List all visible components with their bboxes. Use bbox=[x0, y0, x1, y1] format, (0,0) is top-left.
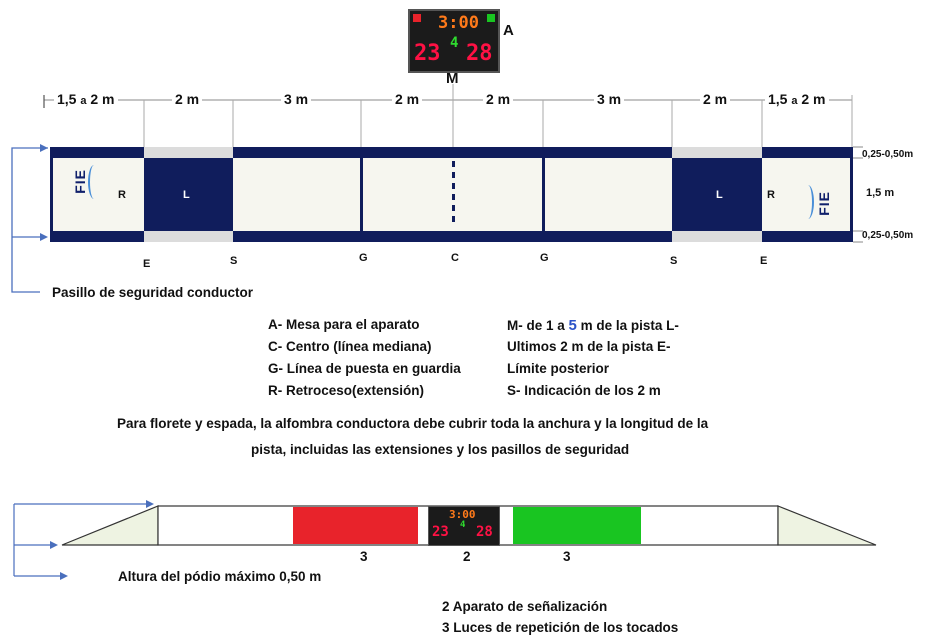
right-dim-ticks bbox=[853, 146, 863, 243]
podium-number-left: 3 bbox=[360, 549, 368, 564]
piste-line-G-right bbox=[542, 158, 545, 231]
legend-right-3: Límite posterior bbox=[507, 361, 610, 376]
legend-right-1-num: 5 bbox=[568, 317, 577, 334]
piste-L-right bbox=[672, 158, 762, 231]
dim-8-unit: 2 m bbox=[801, 91, 826, 107]
podium-number-right: 3 bbox=[563, 549, 571, 564]
piste-line-G-left bbox=[360, 158, 363, 231]
dim-5: 2 m bbox=[483, 91, 514, 107]
fie-swoosh-left bbox=[88, 165, 100, 199]
dim-4: 2 m bbox=[392, 91, 423, 107]
piste-top-strip-gap-left bbox=[144, 147, 233, 158]
piste: FIE R L L R FIE bbox=[50, 147, 853, 242]
piste-bottom-strip bbox=[50, 231, 853, 242]
podium-scoreboard-center: 4 bbox=[460, 520, 466, 530]
scoreboard-time: 3:00 bbox=[438, 13, 479, 33]
letter-G-left: G bbox=[359, 252, 368, 264]
fie-logo-right: FIE bbox=[816, 191, 832, 216]
legend-left-1: A- Mesa para el aparato bbox=[268, 317, 420, 332]
safety-corridor-bracket bbox=[11, 144, 48, 293]
legend-right-2: Ultimos 2 m de la pista E- bbox=[507, 339, 671, 354]
dim-8-a: a bbox=[791, 95, 798, 107]
label-M: M bbox=[446, 70, 459, 87]
dim-1-value: 1,5 bbox=[57, 91, 77, 107]
letter-S-left: S bbox=[230, 255, 238, 267]
letter-C: C bbox=[451, 252, 459, 264]
right-dim-middle: 1,5 m bbox=[866, 187, 895, 199]
piste-top-strip bbox=[50, 147, 853, 158]
legend-right-1-pre: M- de 1 a bbox=[507, 318, 569, 333]
piste-left-edge bbox=[50, 158, 53, 231]
bottom-legend-1: 2 Aparato de señalización bbox=[442, 599, 608, 614]
scoreboard-red-lamp bbox=[413, 14, 421, 22]
dim-7: 2 m bbox=[700, 91, 731, 107]
legend-left-2: C- Centro (línea mediana) bbox=[268, 339, 432, 354]
fie-logo-left: FIE bbox=[72, 169, 88, 194]
piste-center-line bbox=[452, 161, 455, 227]
podium-number-center: 2 bbox=[463, 549, 471, 564]
bottom-legend-2: 3 Luces de repetición de los tocados bbox=[442, 620, 679, 635]
dim-2: 2 m bbox=[172, 91, 203, 107]
dim-8: 1,5 a 2 m bbox=[765, 91, 829, 107]
piste-label-R-left: R bbox=[118, 189, 126, 201]
dim-6: 3 m bbox=[594, 91, 625, 107]
piste-line-S-left bbox=[231, 158, 233, 231]
scoreboard-left-score: 23 bbox=[414, 41, 441, 66]
piste-right-edge bbox=[850, 158, 853, 231]
piste-L-left bbox=[144, 158, 233, 231]
dim-1: 1,5 a 2 m bbox=[54, 91, 118, 107]
scoreboard-right-score: 28 bbox=[466, 41, 493, 66]
piste-bottom-strip-gap-right bbox=[672, 231, 762, 242]
podium-scoreboard-right: 28 bbox=[476, 524, 493, 540]
letter-E-right: E bbox=[760, 255, 768, 267]
piste-label-R-right: R bbox=[767, 189, 775, 201]
legend-left-3: G- Línea de puesta en guardia bbox=[268, 361, 461, 376]
fie-swoosh-right bbox=[802, 185, 814, 219]
letter-E-left: E bbox=[143, 258, 151, 270]
dim-1-a: a bbox=[80, 95, 87, 107]
right-dim-bottom: 0,25-0,50m bbox=[862, 230, 914, 241]
piste-bottom-strip-gap-left bbox=[144, 231, 233, 242]
piste-top-strip-gap-right bbox=[672, 147, 762, 158]
note-line-1: Para florete y espada, la alfombra condu… bbox=[117, 416, 709, 431]
dim-3: 3 m bbox=[281, 91, 312, 107]
scoreboard-device: 3:00 23 4 28 bbox=[408, 9, 500, 73]
piste-line-S-right bbox=[672, 158, 674, 231]
letter-S-right: S bbox=[670, 255, 678, 267]
legend-right-1: M- de 1 a 5 m de la pista L- bbox=[507, 317, 679, 334]
legend-left-4: R- Retroceso(extensión) bbox=[268, 383, 425, 398]
note-line-2: pista, incluidas las extensiones y los p… bbox=[251, 442, 630, 457]
podium-scoreboard-time: 3:00 bbox=[449, 508, 476, 521]
scoreboard-center: 4 bbox=[450, 35, 459, 51]
piste-label-L-right: L bbox=[716, 189, 723, 201]
scoreboard-green-lamp bbox=[487, 14, 495, 22]
label-A: A bbox=[503, 22, 514, 39]
legend-right-4: S- Indicación de los 2 m bbox=[507, 383, 661, 398]
dim-8-value: 1,5 bbox=[768, 91, 788, 107]
piste-label-L-left: L bbox=[183, 189, 190, 201]
podium-scoreboard: 3:00 23 4 28 bbox=[428, 506, 500, 546]
podium-caption: Altura del pódio máximo 0,50 m bbox=[118, 569, 322, 584]
podium-scoreboard-left: 23 bbox=[432, 524, 449, 540]
dim-1-unit: 2 m bbox=[90, 91, 115, 107]
letter-G-right: G bbox=[540, 252, 549, 264]
pasillo-label: Pasillo de seguridad conductor bbox=[52, 285, 254, 300]
legend-right-1-post: m de la pista L- bbox=[576, 318, 679, 333]
right-dim-top: 0,25-0,50m bbox=[862, 149, 914, 160]
